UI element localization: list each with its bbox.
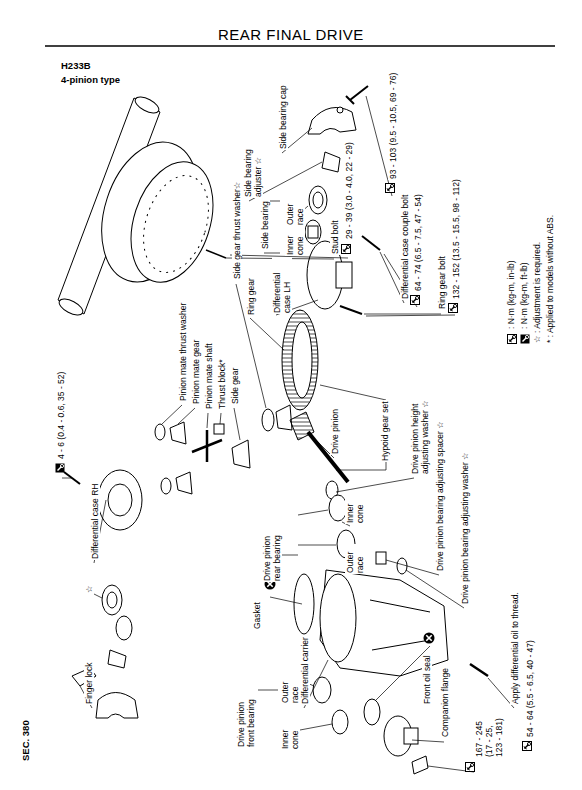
part-label: Ring gear bolt <box>437 255 447 310</box>
part-label: 54 - 64 (5.5 - 6.5, 40 - 47) <box>525 639 535 738</box>
part-label: Side bearing cap <box>278 84 288 150</box>
legend-entry: : N·m (kg-m, in-lb) <box>506 260 516 330</box>
part-label: Drive pinion rear bearing <box>262 522 282 582</box>
part-label: Pinion mate gear <box>191 339 201 405</box>
part-label: 29 - 39 (3.0 - 4.0, 22 - 29) <box>344 141 354 240</box>
part-label: Ring gear <box>246 277 256 316</box>
model-code: H233B <box>60 60 92 72</box>
part-label: Outer race <box>345 544 365 574</box>
part-label: Differential case RH <box>90 483 100 560</box>
legend-entry: : N·m (kg-m, ft-lb) <box>519 261 529 330</box>
part-label: Inner cone <box>345 494 365 524</box>
part-label: Side bearing adjuster ☆ <box>243 138 263 198</box>
part-label: Drive pinion bearing adjusting washer ☆ <box>460 451 470 605</box>
legend-entry: ☆ : Adjustment is required. <box>532 241 542 344</box>
section-number: SEC. 380 <box>20 719 32 762</box>
part-label: Outer race <box>285 196 305 226</box>
part-label: Side bearing <box>260 200 270 250</box>
legend-entry: * : Applied to models without ABS. <box>545 214 555 344</box>
model-type: 4-pinion type <box>60 74 121 86</box>
part-label: Inner cone <box>285 226 305 256</box>
part-label: Side gear <box>230 367 240 405</box>
part-label: Gasket <box>252 601 262 630</box>
part-label: Outer race <box>280 674 300 704</box>
part-label: 4 - 6 (0.4 - 0.6, 35 - 52) <box>56 371 66 460</box>
part-label: 64 - 74 (6.5 - 7.5, 47 - 54) <box>413 193 423 292</box>
part-label: Pinion mate shaft <box>204 342 214 410</box>
part-label: Drive pinion bearing adjusting spacer ☆ <box>435 420 445 572</box>
part-label: Finger lock <box>84 661 94 705</box>
part-label: Drive pinion height adjusting washer ☆ <box>410 388 430 475</box>
part-label: Front oil seal <box>422 654 432 705</box>
part-label: Differential case LH <box>272 257 292 314</box>
part-label: Drive pinion <box>330 408 340 455</box>
part-label: Apply differential oil to thread. <box>510 591 520 705</box>
part-label: ☆ <box>84 584 94 594</box>
part-label: Differential case couple bolt <box>400 194 410 300</box>
part-label: 93 - 103 (9.5 - 10.5, 69 - 76) <box>388 72 398 180</box>
part-label: Stud bolt <box>330 219 340 255</box>
part-label: Drive pinion front bearing <box>236 688 256 748</box>
part-label: Differential carrier <box>300 636 310 705</box>
part-label: Side gear thrust washer☆ <box>232 181 242 280</box>
part-label: 132 - 152 (13.5 - 15.5, 98 - 112) <box>451 178 461 300</box>
part-label: Hypoid gear set <box>380 400 390 462</box>
page-title: REAR FINAL DRIVE <box>218 26 364 43</box>
part-label: Companion flange <box>440 667 450 738</box>
part-label: Pinion mate thrust washer <box>178 302 188 402</box>
part-label: Thrust block* <box>217 358 227 410</box>
part-label: Inner cone <box>280 720 300 750</box>
part-label: 167 - 245 (17 - 25, 123 - 181) <box>474 710 504 758</box>
